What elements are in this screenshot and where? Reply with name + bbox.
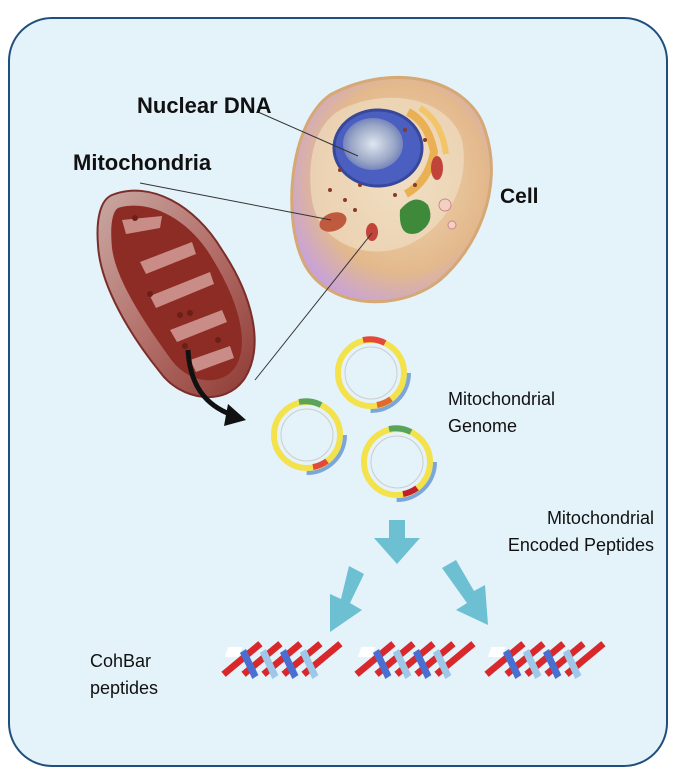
organelle-green <box>399 199 431 235</box>
label-nuclear-dna: Nuclear DNA <box>137 93 272 118</box>
genome-map-right <box>357 422 437 502</box>
peptide-group-2 <box>354 641 476 679</box>
label-encoded-line1: Mitochondrial <box>546 508 654 528</box>
label-mitochondria: Mitochondria <box>73 150 212 175</box>
label-encoded-line2: Encoded Peptides <box>507 535 654 555</box>
teal-arrows <box>330 520 488 632</box>
label-cohbar-peptides: CohBar peptides <box>90 648 158 702</box>
peptide-group-1 <box>221 641 343 679</box>
curved-arrow <box>185 349 246 426</box>
label-encoded-peptides: Mitochondrial Encoded Peptides <box>448 505 654 559</box>
nucleus <box>343 118 403 170</box>
teal-arrow-right <box>442 560 488 625</box>
label-genome-line2: Genome <box>448 416 518 436</box>
label-cell: Cell <box>500 185 539 208</box>
mitochondrion-illustration <box>96 189 256 399</box>
pointer-lines <box>139 111 373 381</box>
label-genome-line1: Mitochondrial <box>448 389 556 409</box>
peptide-group-3 <box>484 641 606 679</box>
cell-illustration <box>290 75 493 304</box>
label-cohbar-line2: peptides <box>90 678 159 698</box>
teal-arrow-left <box>330 566 364 632</box>
genome-map-left <box>267 395 347 475</box>
genome-map-top <box>331 333 411 413</box>
label-cohbar-line1: CohBar <box>90 651 152 671</box>
label-mitochondrial-genome: Mitochondrial Genome <box>448 386 555 440</box>
teal-arrow-down <box>374 520 420 564</box>
